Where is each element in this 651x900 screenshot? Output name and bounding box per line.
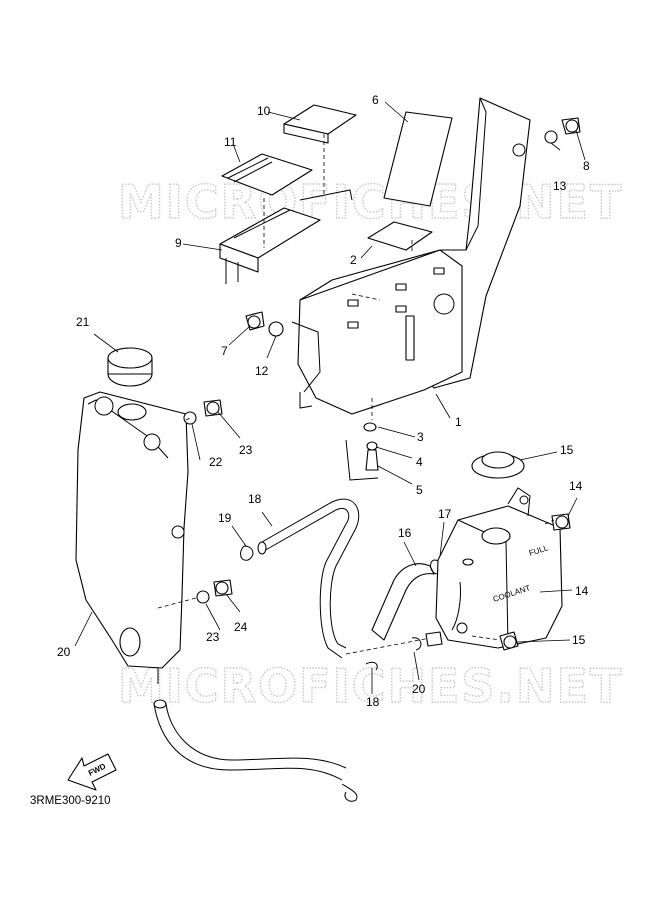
hose-clip-lower (341, 783, 358, 802)
callout-24-lower: 24 (234, 620, 248, 634)
callout-21: 20 (57, 645, 71, 659)
callout-16: 15 (560, 443, 574, 457)
part-18-clip-lower (365, 661, 378, 671)
part-20-clip-right (411, 637, 422, 651)
part-8-bolt (561, 117, 581, 135)
callout-15-lower: 15 (572, 633, 586, 647)
callout-22: 21 (76, 315, 90, 329)
part-24-bolt-upper (203, 399, 223, 417)
callout-10: 10 (257, 104, 271, 118)
part-23-grommet-lower (196, 590, 210, 604)
callout-18-lower: 18 (366, 695, 380, 709)
callout-17: 16 (398, 526, 412, 540)
callout-11: 11 (224, 135, 237, 149)
callout-23-lower: 23 (206, 630, 220, 644)
part-4-spacer (366, 441, 378, 451)
callout-1: 1 (455, 415, 462, 429)
part-15-bolt-lower (499, 631, 519, 651)
callout-19: 18 (248, 492, 262, 506)
part-9-bracket (219, 189, 353, 284)
part-22-cap (107, 347, 153, 387)
part-14-coolant-tank: FULL COOLANT (425, 487, 563, 649)
part-19-hose (257, 498, 360, 659)
part-1-side-panel (291, 97, 531, 415)
part-15-bolt-upper (551, 513, 571, 531)
callout-5: 5 (416, 483, 423, 497)
part-23-grommet-upper (183, 411, 197, 425)
part-12-grommet (268, 321, 284, 337)
part-24-bolt-lower (213, 579, 233, 597)
callout-7: 7 (221, 344, 228, 358)
part-16-cap (471, 451, 525, 479)
callout-18-upper: 17 (438, 507, 452, 521)
part-20-clip-left (240, 545, 254, 561)
callout-24-upper: 23 (239, 443, 253, 457)
callout-8: 8 (583, 159, 590, 173)
forward-arrow-icon: FWD (67, 753, 117, 791)
callout-15-upper: 14 (569, 479, 583, 493)
part-3-washer (363, 422, 377, 432)
callout-20-left: 19 (218, 511, 232, 525)
part-5-clip-wire (345, 439, 379, 481)
callout-6: 6 (372, 93, 379, 107)
part-6-film (383, 111, 453, 207)
callout-23-upper: 22 (209, 455, 223, 469)
part-17-hose (371, 563, 435, 641)
watermark-top: MICROFICHES.NET (118, 175, 623, 229)
callout-3: 3 (417, 430, 424, 444)
callout-12: 12 (255, 364, 269, 378)
part-7-bolt (245, 311, 265, 331)
callout-2: 2 (350, 253, 357, 267)
part-21-radiator (75, 391, 189, 684)
part-5-bolt (365, 449, 379, 471)
callout-13: 13 (553, 179, 567, 193)
overflow-hose-lower (153, 703, 343, 781)
callout-4: 4 (416, 455, 423, 469)
callout-20-right: 20 (412, 682, 426, 696)
callout-14: 14 (575, 584, 589, 598)
diagram-code: 3RME300-9210 (30, 795, 111, 807)
watermark-bottom: MICROFICHES.NET (118, 659, 623, 713)
part-10-pad (283, 104, 357, 144)
callout-9: 9 (175, 236, 182, 250)
part-2-pad (367, 221, 433, 251)
part-13-washer (544, 130, 558, 144)
part-11-plate (221, 153, 313, 196)
